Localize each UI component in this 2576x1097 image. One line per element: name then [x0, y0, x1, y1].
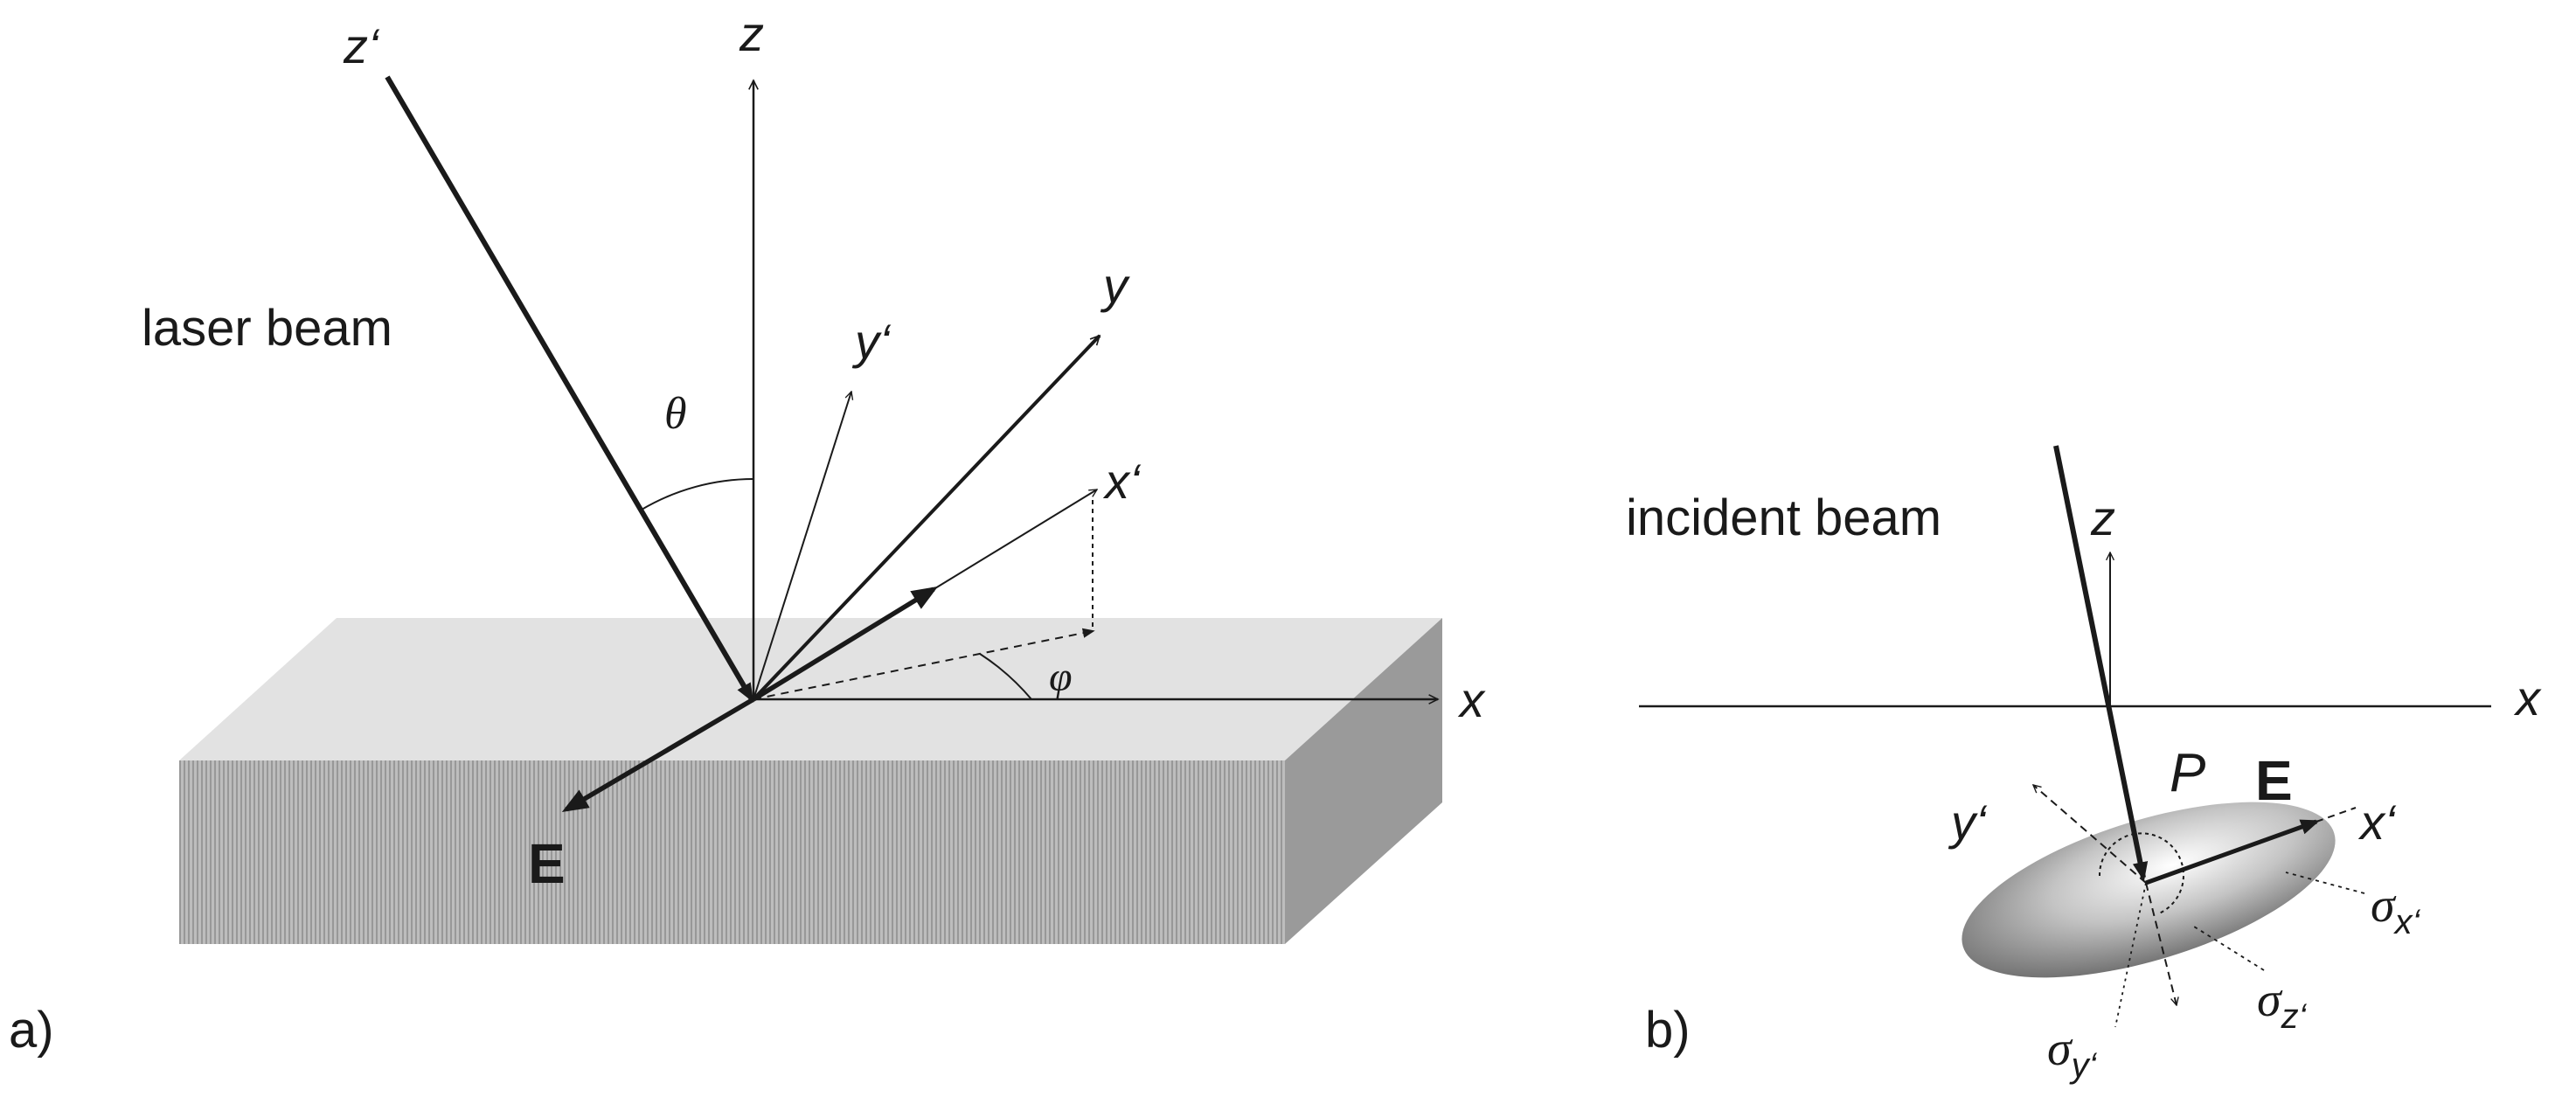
sigma-z-subscript: z‘	[2281, 997, 2308, 1036]
y-axis-line	[752, 334, 1101, 701]
b-e-field-arrow	[2145, 819, 2321, 885]
laser-beam-label: laser beam	[142, 300, 392, 357]
b-z-label: z	[2090, 490, 2115, 545]
sigma-z-pointer	[2193, 926, 2265, 971]
e-field-arrow	[561, 697, 755, 813]
sigma-x-label: σx‘	[2371, 878, 2421, 941]
polarization-arrow	[752, 586, 939, 702]
z-prime-label: z‘	[343, 18, 380, 73]
b-x-prime-axis-line	[2316, 807, 2357, 823]
panel-b-label: b)	[1645, 1002, 1691, 1059]
y-prime-label: y‘	[851, 314, 892, 369]
sigma-x-pointer	[2285, 871, 2365, 894]
y-label: y	[1100, 258, 1130, 313]
substrate-front-face	[179, 760, 1285, 944]
b-y-prime-axis-line	[2033, 785, 2147, 884]
substrate-top-face	[179, 618, 1442, 760]
b-z-prime-axis-line	[2145, 882, 2177, 1005]
sigma-y-subscript: y‘	[2069, 1046, 2098, 1085]
e-field-label: E	[528, 832, 566, 895]
x-label: x	[1457, 672, 1486, 727]
incident-beam-line	[2053, 445, 2149, 882]
b-y-prime-label: y‘	[1948, 795, 1988, 850]
sigma-y-symbol: σ	[2047, 1022, 2073, 1076]
sigma-x-symbol: σ	[2371, 878, 2397, 933]
sigma-x-subscript: x‘	[2393, 903, 2421, 941]
b-e-field-label: E	[2255, 749, 2293, 812]
panel-a: laser beam z‘ z y y‘ x‘ x θ φ E a)	[9, 6, 1486, 1059]
phi-label: φ	[1049, 654, 1073, 700]
theta-label: θ	[664, 389, 687, 439]
sigma-z-symbol: σ	[2257, 973, 2283, 1027]
sigma-z-label: σz‘	[2257, 973, 2308, 1036]
theta-arc	[641, 478, 754, 510]
z-label: z	[739, 6, 764, 61]
x-prime-projection-dashed	[753, 628, 1095, 700]
laser-beam-line	[385, 75, 754, 703]
y-prime-axis-line	[753, 392, 851, 700]
incident-beam-label: incident beam	[1626, 489, 1941, 546]
panel-b: incident beam z x P E y‘ x‘ σx‘ σz‘ σy‘ …	[1626, 445, 2542, 1085]
p-label: P	[2170, 743, 2205, 803]
sigma-y-label: σy‘	[2047, 1022, 2098, 1085]
b-x-prime-label: x‘	[2357, 795, 2397, 850]
b-x-label: x	[2513, 670, 2542, 726]
phi-arc	[979, 653, 1032, 700]
x-prime-label: x‘	[1102, 454, 1142, 509]
panel-a-label: a)	[9, 1002, 54, 1059]
